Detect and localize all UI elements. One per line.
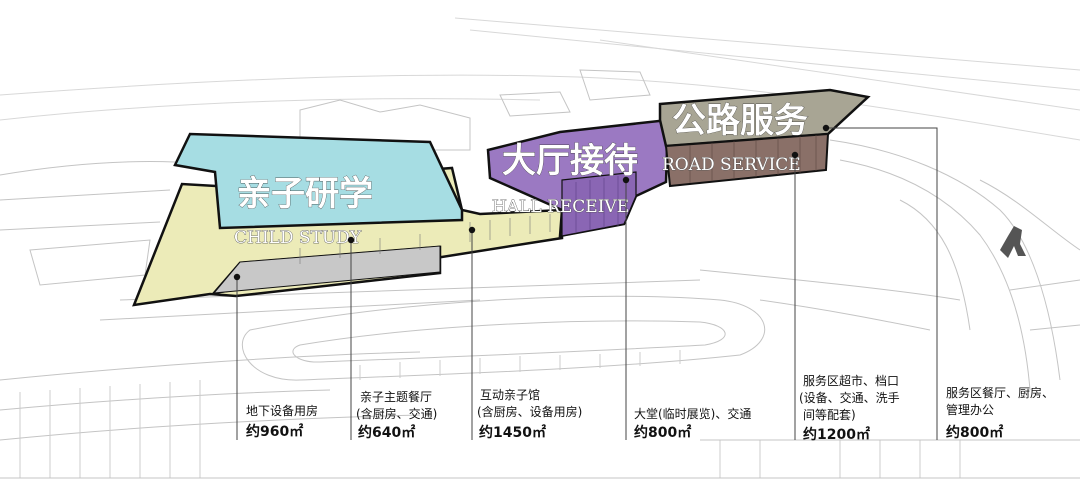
callout-restaurant: 亲子主题餐厅 (含厨房、交通) 约640㎡ [356, 389, 437, 441]
callout-line2: (设备、交通、洗手 [799, 390, 900, 405]
site-context [0, 17, 1080, 479]
callout-underground: 地下设备用房 约960㎡ [246, 403, 318, 440]
callout-supermarket: 服务区超市、档口 (设备、交通、洗手 间等配套) 约1200㎡ [799, 373, 900, 443]
callout-line1: 大堂(临时展览)、交通 [634, 406, 751, 421]
callout-area: 约640㎡ [358, 424, 415, 441]
callout-line1: 服务区超市、档口 [803, 373, 899, 388]
callout-lobby: 大堂(临时展览)、交通 约800㎡ [634, 406, 751, 441]
callout-line1: 地下设备用房 [246, 403, 318, 418]
callout-line2: (含厨房、交通) [356, 406, 437, 421]
callout-area: 约1450㎡ [479, 424, 546, 441]
callout-service-restaurant: 服务区餐厅、厨房、 管理办公 约800㎡ [946, 385, 1054, 441]
hall-front [561, 171, 637, 237]
child-study-roof [173, 132, 464, 230]
hall-receive-block: 大厅接待 HALL RECEIVE [486, 118, 670, 238]
callout-line2: (含厨房、设备用房) [477, 404, 582, 419]
callout-line2: 管理办公 [946, 402, 994, 417]
hall-label-en: HALL RECEIVE [492, 197, 629, 217]
child-study-label-en: CHILD STUDY [234, 228, 362, 248]
hall-label-cn: 大厅接待 [502, 141, 638, 181]
callout-area: 约800㎡ [946, 424, 1003, 441]
callout-line1: 服务区餐厅、厨房、 [946, 385, 1054, 400]
road-label-cn: 公路服务 [672, 101, 808, 141]
leader-dots [233, 124, 830, 281]
callout-area: 约1200㎡ [803, 426, 870, 443]
callout-line3: 间等配套) [803, 408, 856, 422]
leader-lines [236, 127, 938, 440]
child-study-label-cn: 亲子研学 [237, 174, 373, 214]
road-front [664, 132, 830, 188]
callout-area: 约960㎡ [246, 423, 303, 440]
child-study-block: 亲子研学 CHILD STUDY [132, 132, 564, 307]
callout-interactive-hall: 互动亲子馆 (含厨房、设备用房) 约1450㎡ [477, 387, 582, 441]
callout-area: 约800㎡ [634, 424, 691, 441]
road-label-en: ROAD SERVICE [662, 155, 801, 175]
basement-block [212, 245, 441, 294]
callout-line1: 亲子主题餐厅 [360, 389, 432, 404]
callout-line1: 互动亲子馆 [480, 387, 540, 402]
road-service-block: 公路服务 ROAD SERVICE [658, 88, 871, 188]
